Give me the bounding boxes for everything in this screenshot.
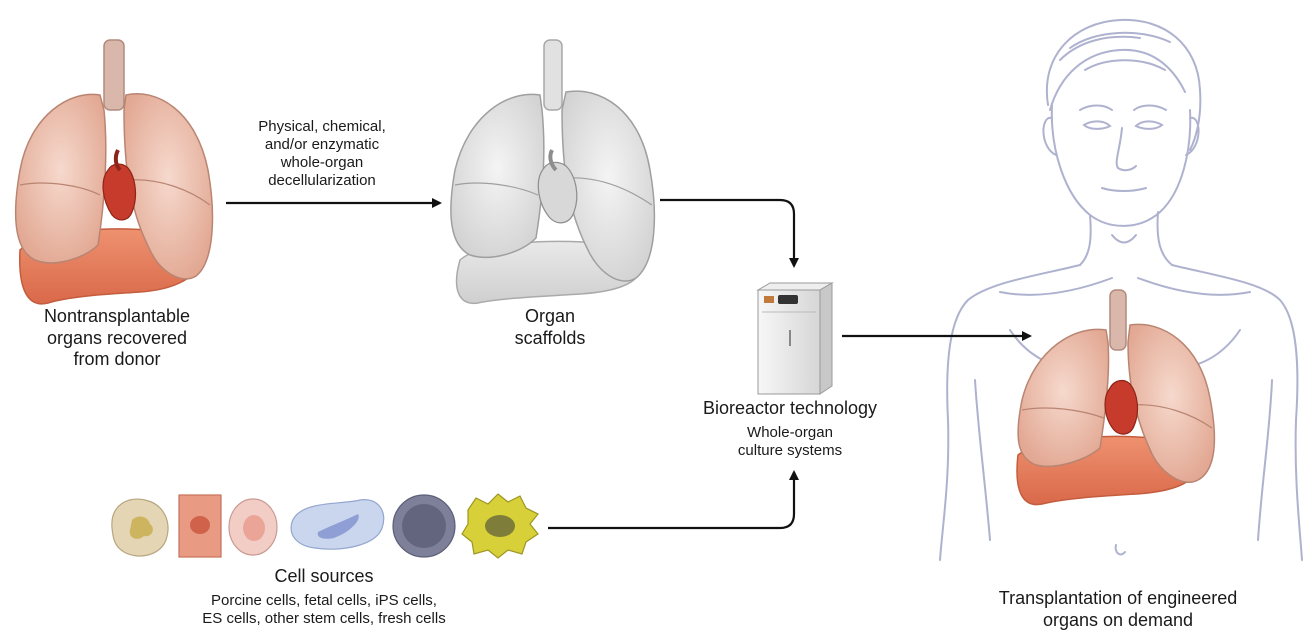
cell-sources-title: Cell sources — [224, 566, 424, 588]
cell-3 — [229, 499, 277, 555]
donor-organs-illustration — [16, 40, 213, 304]
transplanted-organs-illustration — [1017, 290, 1214, 505]
decellularization-label: Physical, chemical, and/or enzymatic who… — [210, 118, 434, 190]
bioreactor-title: Bioreactor technology — [670, 398, 910, 420]
donor-organs-label: Nontransplantable organs recovered from … — [10, 306, 224, 371]
cell-sources-detail: Porcine cells, fetal cells, iPS cells, E… — [164, 592, 484, 628]
cell-1 — [112, 499, 168, 556]
organ-scaffolds-label: Organ scaffolds — [490, 306, 610, 349]
cell-6 — [462, 494, 538, 558]
bioreactor-subtitle: Whole-organ culture systems — [700, 424, 880, 460]
cell-4 — [291, 500, 384, 550]
bioreactor-device — [758, 283, 832, 394]
cell-sources-illustration — [112, 494, 538, 558]
organ-scaffolds-illustration — [451, 40, 654, 303]
arrow-cells-to-bioreactor — [548, 472, 794, 528]
arrow-scaffold-to-bioreactor — [660, 200, 794, 266]
transplantation-label: Transplantation of engineered organs on … — [958, 588, 1278, 631]
cell-2 — [179, 495, 221, 557]
cell-5 — [393, 495, 455, 557]
